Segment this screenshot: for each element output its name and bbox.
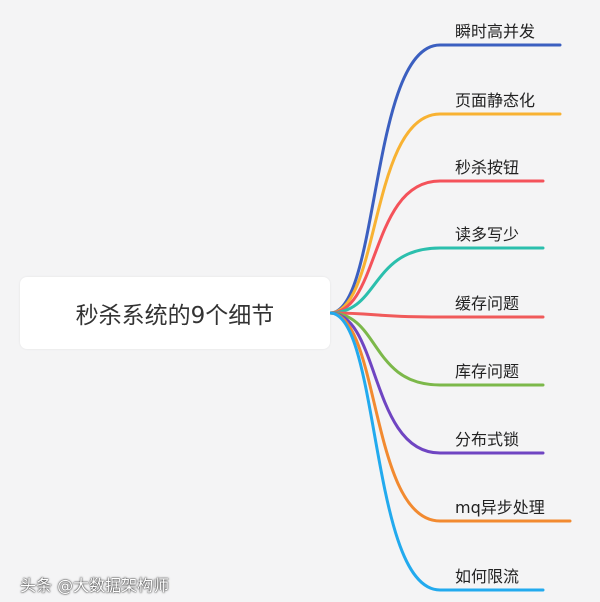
branch-node[interactable]: 页面静态化 [455, 91, 536, 110]
branch-line [328, 179, 545, 315]
root-node[interactable]: 秒杀系统的9个细节 [20, 277, 330, 349]
branch-node[interactable]: 库存问题 [455, 362, 520, 381]
branch-node[interactable]: 读多写少 [455, 225, 520, 244]
branch-line [328, 112, 562, 315]
branch-node[interactable]: 如何限流 [455, 567, 520, 586]
branch-line [328, 311, 545, 592]
branch-line [328, 311, 545, 387]
root-label: 秒杀系统的9个细节 [75, 303, 275, 329]
branch-node[interactable]: 分布式锁 [455, 430, 520, 449]
branch-node[interactable]: 缓存问题 [455, 294, 520, 313]
branch-node[interactable]: 瞬时高并发 [455, 22, 536, 41]
branch-node[interactable]: mq异步处理 [455, 498, 545, 517]
branch-line [328, 311, 572, 523]
branch-line [328, 246, 545, 315]
branch-line [328, 311, 545, 455]
watermark: 头条 @大数据架构师 [20, 576, 170, 595]
branch-node[interactable]: 秒杀按钮 [455, 158, 520, 177]
branch-line [328, 43, 562, 315]
branch-line [328, 311, 545, 319]
